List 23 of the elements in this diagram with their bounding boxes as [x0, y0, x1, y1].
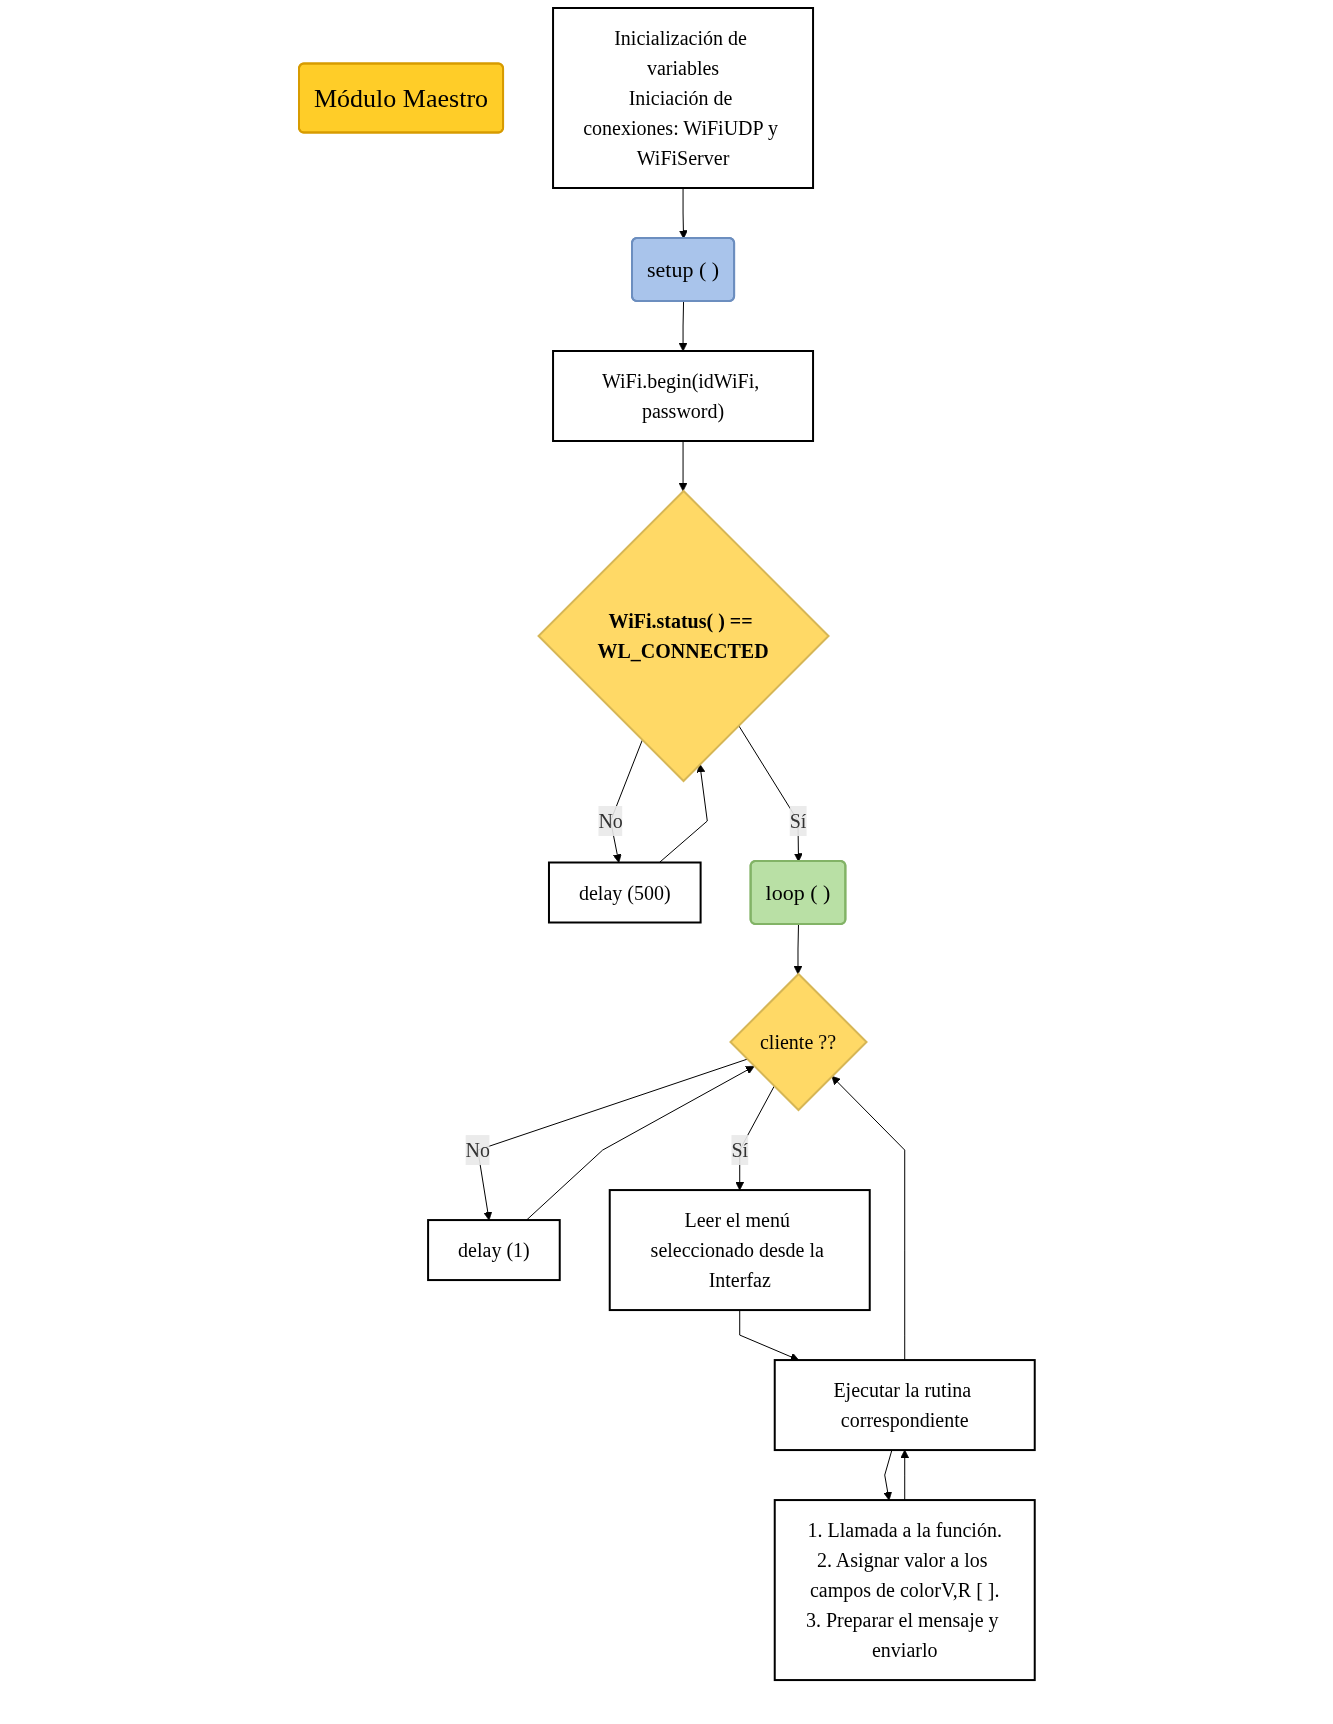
edge-label: No — [598, 810, 623, 832]
arrow — [831, 1075, 905, 1361]
arrow — [678, 440, 688, 492]
arrow — [678, 301, 688, 352]
node-box: 1. Llamada a la función. 2. Asignar valor a los campos de colorV,R [ ]. 3. Preparar el mensaje y enviarlo — [773, 1499, 1036, 1682]
arrow — [525, 1065, 755, 1221]
node-box: Ejecutar la rutina correspondiente — [773, 1359, 1036, 1452]
node-box: delay (1) — [426, 1219, 561, 1282]
node-box: Inicialización de variables Iniciación de conexiones: WiFiUDP y WiFiServer — [551, 7, 814, 189]
arrow — [793, 924, 802, 975]
node-box: Leer el menú seleccionado desde la Interfaz — [608, 1189, 871, 1312]
node-box: WiFi.begin(idWiFi, password) — [551, 350, 814, 442]
edge-label: Sí — [731, 1139, 748, 1162]
node-diamond: cliente ?? — [728, 972, 868, 1112]
node-box: delay (500) — [547, 861, 702, 924]
arrow — [738, 1309, 799, 1361]
arrow — [678, 187, 688, 239]
arrow — [658, 763, 708, 863]
edge-label: Sí — [789, 810, 806, 832]
node-diamond: WiFi.status( ) == WL_CONNECTED — [536, 489, 830, 783]
edge-label: No — [465, 1139, 490, 1162]
arrow — [899, 1449, 909, 1501]
arrow — [883, 1449, 892, 1501]
